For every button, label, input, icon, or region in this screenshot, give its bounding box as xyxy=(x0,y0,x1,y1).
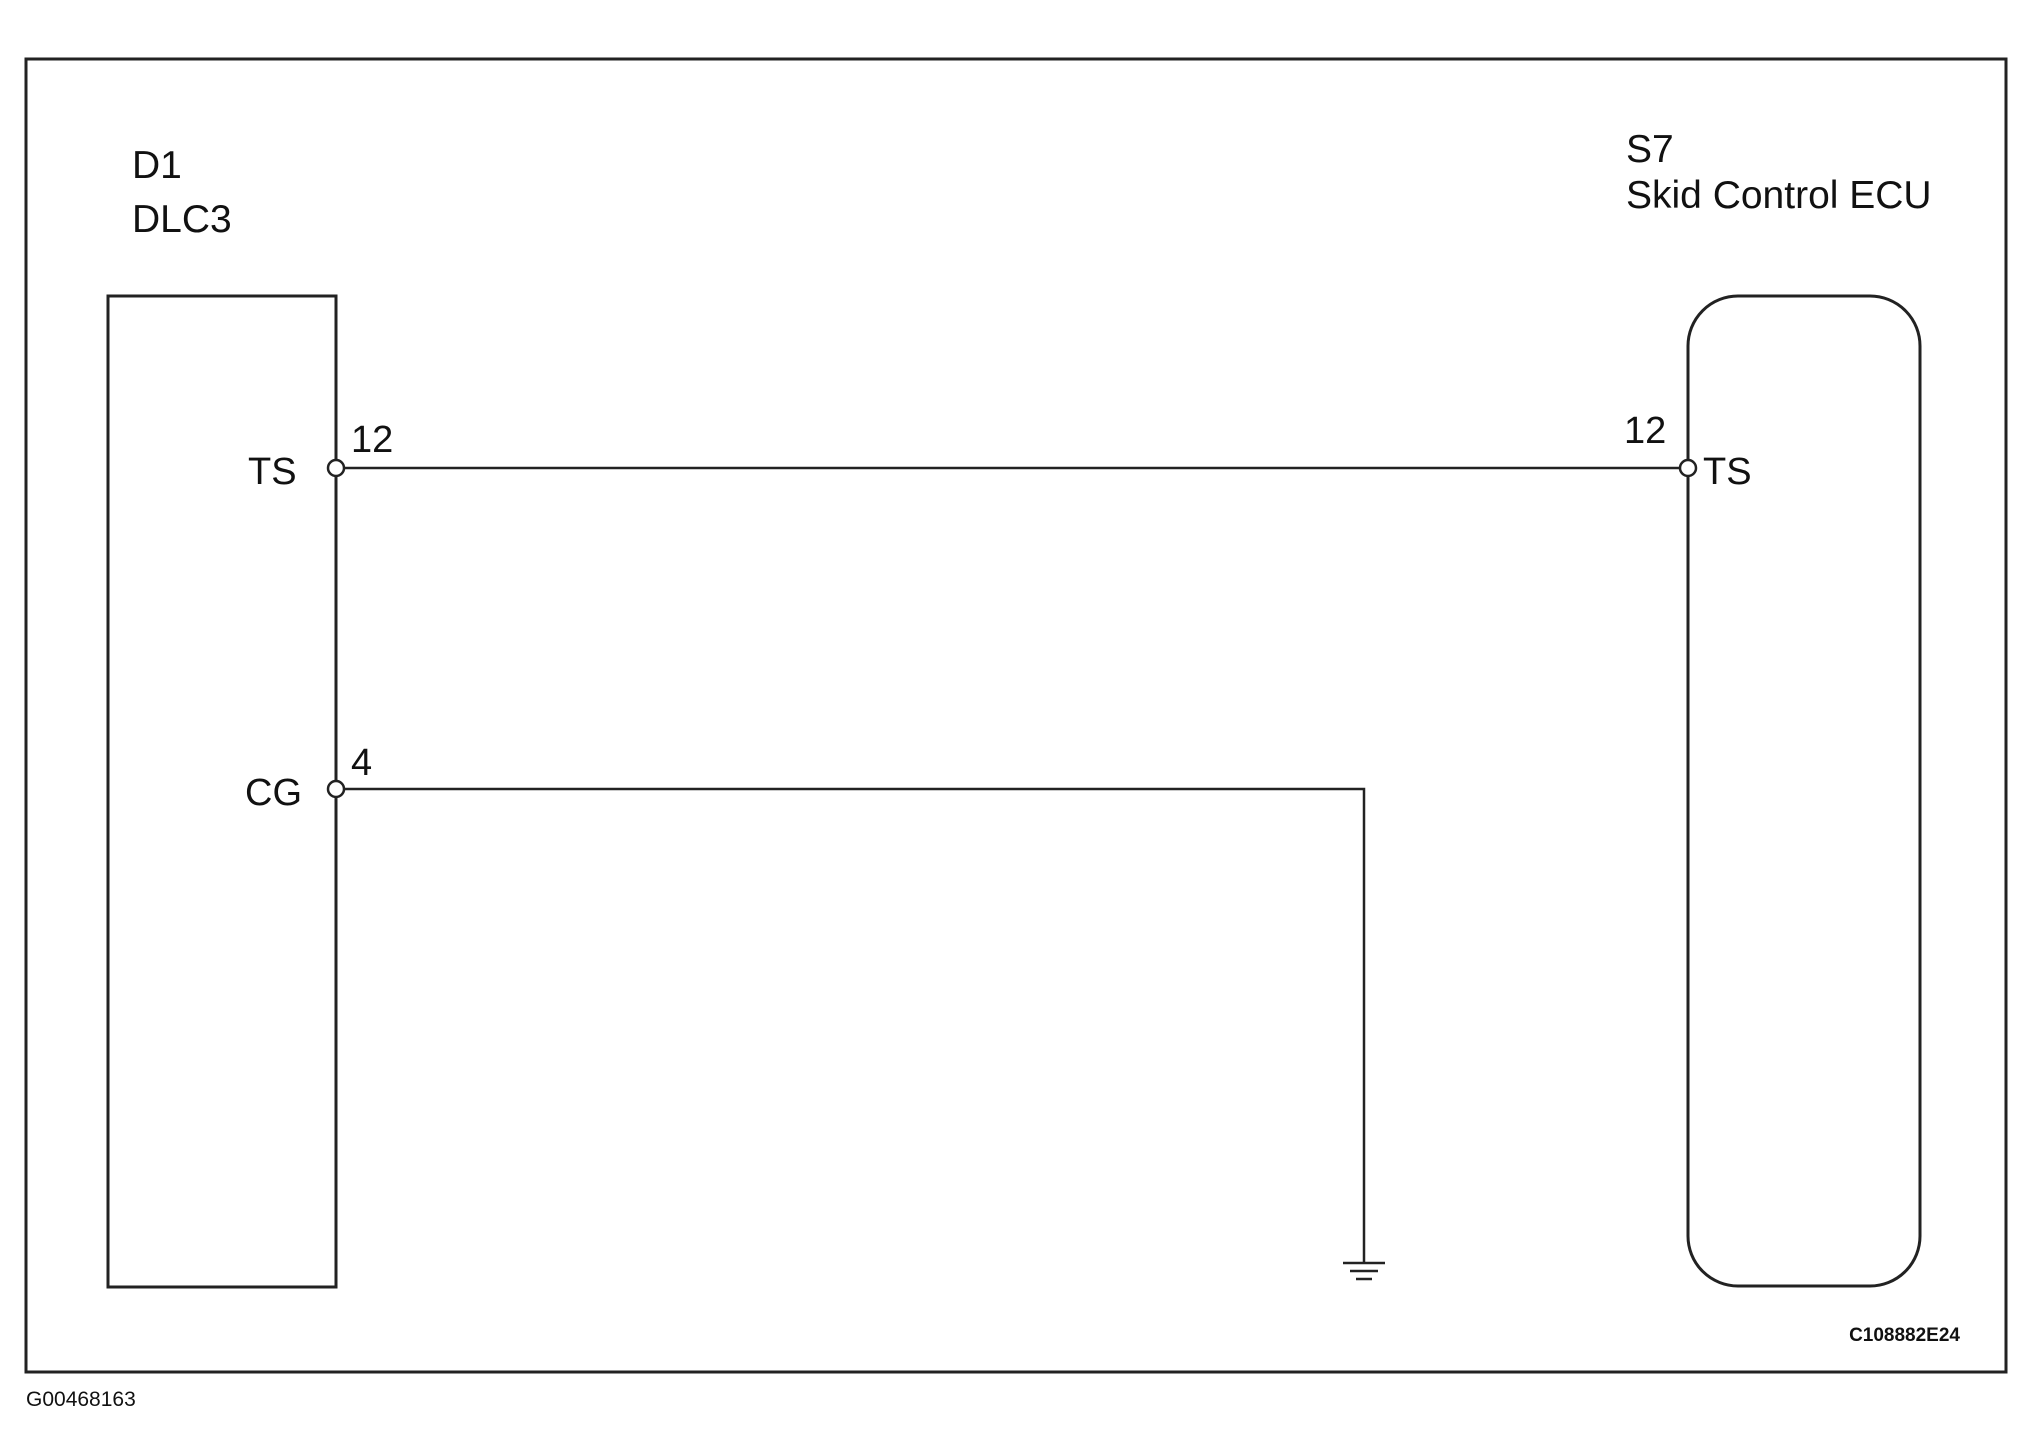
right-component-name: Skid Control ECU xyxy=(1626,174,1932,217)
left-component-ref: D1 xyxy=(132,144,182,187)
dlc3-ts-label: TS xyxy=(248,451,297,493)
ecu-ts-terminal xyxy=(1678,458,1698,478)
diagram-frame xyxy=(24,57,2008,1374)
ecu-ts-label: TS xyxy=(1703,451,1752,493)
ground-symbol-icon xyxy=(1343,1261,1385,1281)
figure-code: C108882E24 xyxy=(1849,1325,1960,1346)
right-component-ref: S7 xyxy=(1626,128,1674,171)
dlc3-cg-label: CG xyxy=(245,772,302,814)
ecu-ts-pin: 12 xyxy=(1624,410,1666,452)
cg-wire xyxy=(343,787,1366,1262)
skid-control-ecu-box xyxy=(1686,294,1922,1288)
dlc3-cg-terminal xyxy=(326,779,346,799)
dlc3-ts-pin: 12 xyxy=(351,419,393,461)
dlc3-cg-pin: 4 xyxy=(351,742,372,784)
dlc3-ts-terminal xyxy=(326,458,346,478)
figure-id: G00468163 xyxy=(26,1388,136,1411)
left-component-name: DLC3 xyxy=(132,198,232,241)
